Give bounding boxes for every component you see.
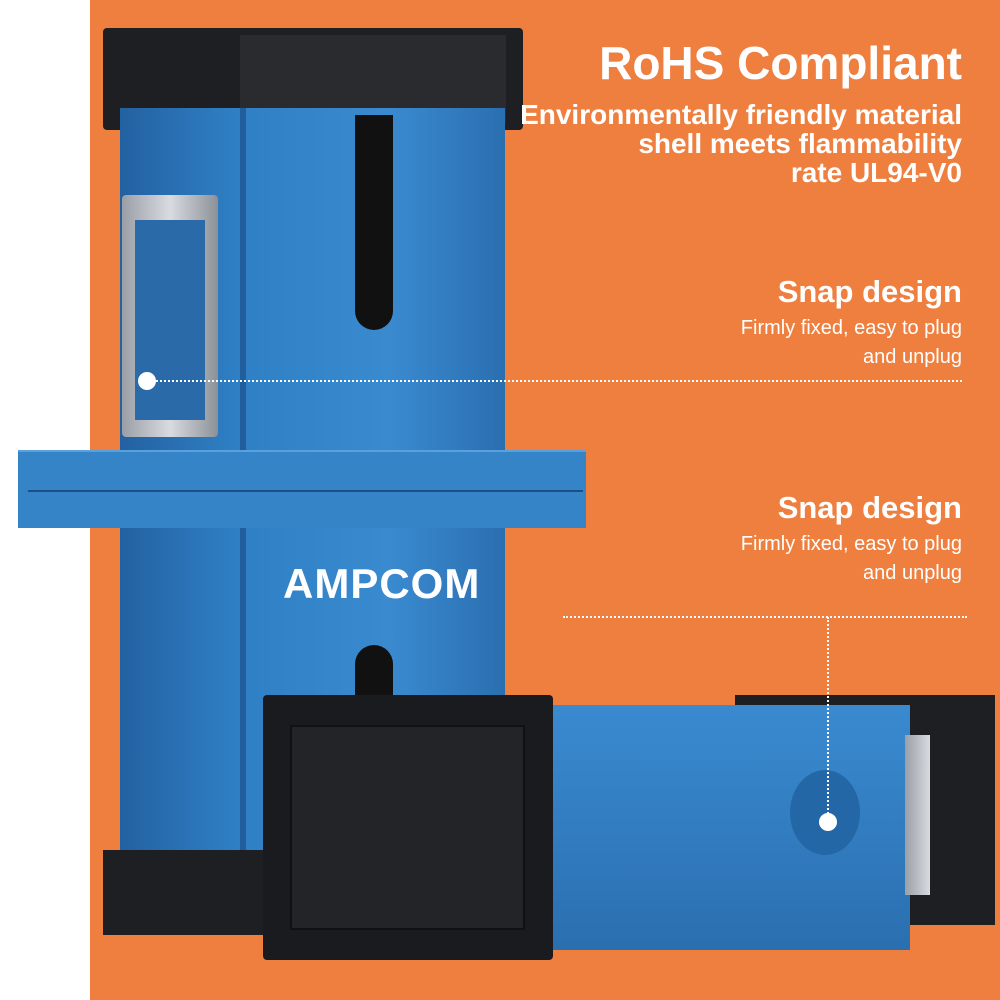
rohs-line: shell meets flammability: [638, 128, 962, 159]
callout-leader-line: [563, 616, 967, 618]
rohs-description: Environmentally friendly material shell …: [520, 100, 962, 187]
callout-description: Firmly fixed, easy to plug and unplug: [741, 314, 962, 372]
callout-line: Firmly fixed, easy to plug: [740, 533, 962, 555]
ampcom-logo: AMPCOM: [283, 560, 481, 607]
callout-title: Snap design: [777, 490, 962, 525]
callout-line: and unplug: [863, 562, 962, 584]
callout-line: and unplug: [863, 346, 962, 368]
flange: [18, 450, 586, 528]
callout-leader-line: [827, 617, 829, 814]
rohs-line: rate UL94-V0: [790, 157, 962, 188]
rohs-line: Environmentally friendly material: [520, 99, 962, 130]
callout-line: Firmly fixed, easy to plug: [740, 317, 962, 339]
rohs-title: RoHS Compliant: [599, 37, 962, 89]
callout-marker: [138, 372, 156, 390]
callout-marker: [819, 813, 837, 831]
key-slot: [355, 115, 393, 330]
callout-title: Snap design: [777, 274, 962, 309]
callout-leader-line: [156, 380, 962, 382]
callout-description: Firmly fixed, easy to plug and unplug: [741, 530, 962, 588]
